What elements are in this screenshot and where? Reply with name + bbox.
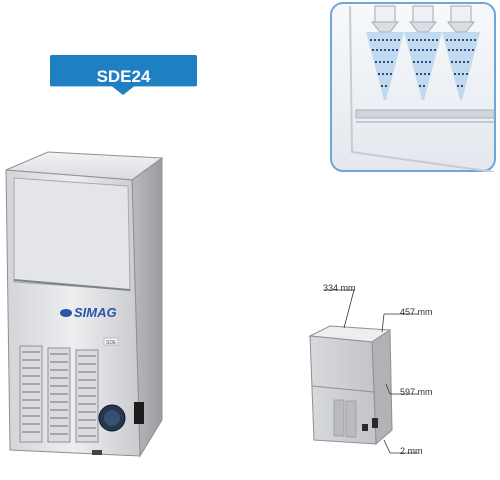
control-knob-icon xyxy=(98,404,126,432)
dimension-drawing xyxy=(308,289,418,454)
simag-logo: SIMAG xyxy=(60,305,117,320)
panel-badge: SDE xyxy=(106,340,117,346)
model-label: SDE24 xyxy=(96,67,151,86)
dimension-bottom: 2 mm xyxy=(400,446,423,456)
door-panel xyxy=(13,177,131,291)
model-callout xyxy=(50,55,197,95)
dimension-depth: 457 mm xyxy=(400,307,433,317)
ice-maker-product: SIMAG SDE xyxy=(5,151,164,458)
svg-text:SIMAG: SIMAG xyxy=(74,305,117,320)
nozzle-detail-inset xyxy=(330,2,496,172)
spray-nozzles xyxy=(366,5,480,100)
dimension-width: 334 mm xyxy=(323,283,356,293)
dimension-height: 597 mm xyxy=(400,387,433,397)
side-switch xyxy=(134,402,144,424)
